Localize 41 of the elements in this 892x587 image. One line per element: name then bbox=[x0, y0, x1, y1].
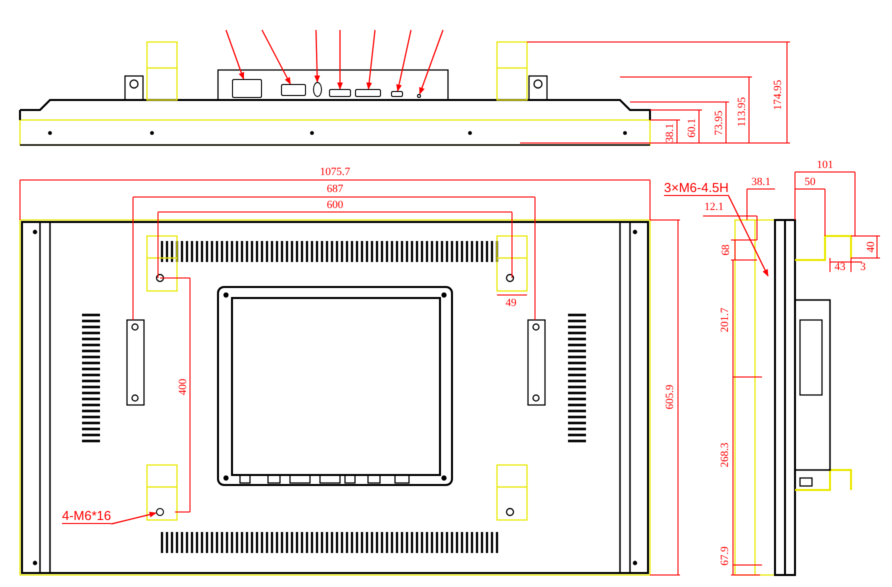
dimension-value: 201.7 bbox=[719, 308, 731, 332]
dimension-value: 3 bbox=[860, 261, 866, 273]
power-socket bbox=[232, 79, 262, 98]
dimension-value: 400 bbox=[177, 378, 189, 396]
dimension-value: 60.1 bbox=[686, 118, 698, 138]
dimension-value: 67.9 bbox=[719, 546, 731, 566]
leader-line bbox=[419, 30, 444, 95]
dimension-value: 687 bbox=[326, 183, 344, 195]
dimension-value: 68 bbox=[720, 244, 732, 256]
dimension-value: 101 bbox=[816, 159, 834, 171]
indicator-hole bbox=[417, 94, 421, 98]
leader-line bbox=[314, 30, 320, 83]
audio-jack bbox=[313, 82, 322, 97]
dimension-value: 12.1 bbox=[704, 201, 724, 213]
dimension-value: 113.95 bbox=[736, 97, 748, 127]
leader-line bbox=[396, 30, 412, 92]
leader-line bbox=[261, 30, 291, 85]
dimension-value: 605.9 bbox=[664, 384, 676, 410]
dvi-port bbox=[355, 89, 381, 97]
dimension-value: 38.1 bbox=[751, 176, 771, 188]
leader-line bbox=[225, 30, 244, 80]
leader-line bbox=[728, 196, 769, 277]
dimension-value: 73.95 bbox=[713, 110, 725, 136]
dimension-value: 49 bbox=[506, 297, 516, 309]
dimension-value: 174.95 bbox=[772, 80, 784, 110]
network-port bbox=[281, 84, 306, 96]
mounting-hole bbox=[156, 508, 164, 516]
dimension-value: 600 bbox=[326, 199, 344, 211]
leader-line bbox=[337, 30, 343, 90]
dimension-value: 268.3 bbox=[719, 442, 731, 468]
callout-text: 3×M6-4.5H bbox=[664, 180, 729, 196]
dimension-value: 50 bbox=[804, 176, 816, 188]
callout-text: 4-M6*16 bbox=[62, 508, 112, 524]
dimension-value: 43 bbox=[834, 261, 846, 273]
dimension-value: 38.1 bbox=[664, 123, 676, 143]
leader-line bbox=[111, 512, 157, 525]
dimension-value: 40 bbox=[865, 242, 877, 252]
leader-line bbox=[366, 30, 376, 90]
hdmi-port bbox=[391, 91, 403, 97]
dimension-value: 1075.7 bbox=[320, 166, 350, 178]
vga-port bbox=[329, 89, 351, 97]
